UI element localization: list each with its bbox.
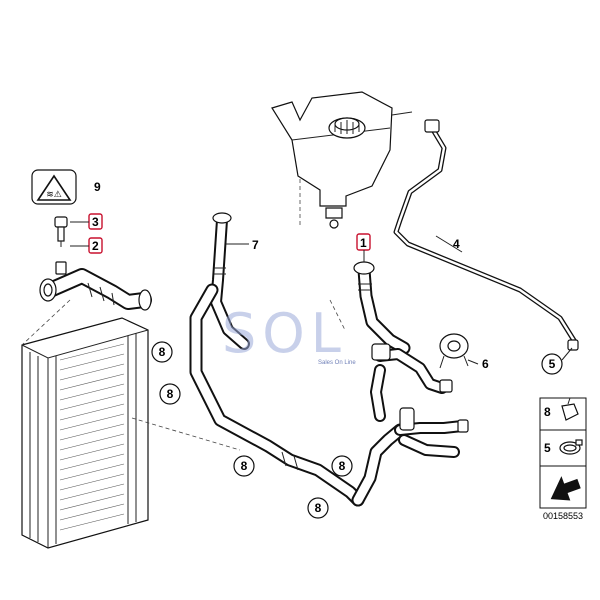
legend-label-8: 8 [544,405,551,419]
callouts: 9 3 2 7 1 4 6 5 8 8 8 8 8 [70,180,573,519]
hose-clamp-icon [559,439,583,455]
callout-4: 4 [453,237,460,251]
callout-1: 1 [360,236,367,250]
sol-watermark: SOL Sales On Line [222,302,356,366]
bleed-line [393,119,579,351]
hose-1 [353,261,411,355]
reference-number: 00158553 [543,511,583,521]
hose-lower-long [189,283,407,507]
temperature-sensor [54,216,68,247]
bracket-6 [439,333,479,369]
callout-6: 6 [482,357,489,371]
radiator-hose-upper [39,261,152,311]
circled-5: 5 [549,357,556,371]
circled-8-a: 8 [159,345,166,359]
callout-7: 7 [252,238,259,252]
circled-8-b: 8 [167,387,174,401]
radiator [21,317,149,549]
callout-2: 2 [92,239,99,253]
circled-8-e: 8 [315,501,322,515]
svg-text:SOL: SOL [222,302,347,365]
callout-9: 9 [94,180,101,194]
expansion-tank [271,91,413,229]
circled-8-c: 8 [241,459,248,473]
legend-box: 8 5 [539,397,587,509]
legend-label-5: 5 [544,441,551,455]
svg-text:≋⚠: ≋⚠ [46,189,62,199]
warning-label-icon: ≋⚠ [31,169,77,205]
circled-8-d: 8 [339,459,346,473]
callout-3: 3 [92,215,99,229]
hose-clip-icon [561,397,579,421]
engine-pipes [370,343,469,458]
arrow-icon [550,476,581,501]
svg-text:Sales On Line: Sales On Line [318,360,356,366]
